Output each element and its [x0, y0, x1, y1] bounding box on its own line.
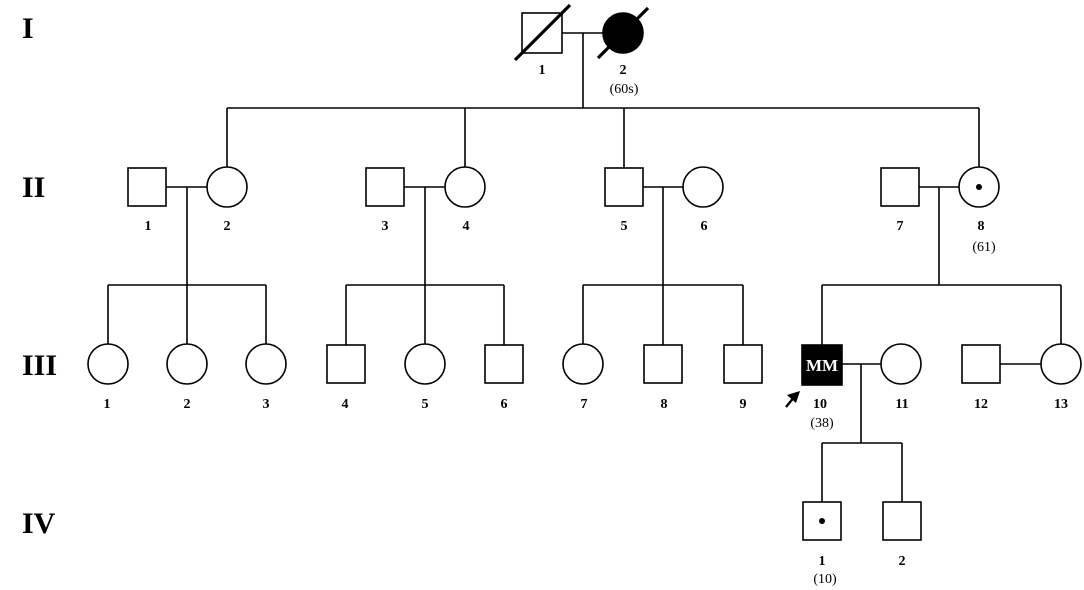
age-label: (61) — [972, 240, 996, 255]
diagnosis-marker: MM — [806, 356, 838, 375]
individual-iii-7: 7 — [562, 343, 604, 412]
individual-number: 2 — [224, 219, 231, 234]
affected-male-symbol — [801, 344, 843, 386]
individual-ii-1: 1 — [127, 167, 167, 234]
individual-iii-11: 11 — [880, 343, 922, 412]
individual-iii-12: 12 — [961, 344, 1001, 412]
individual-number: 3 — [382, 219, 389, 234]
individual-number: 3 — [263, 397, 270, 412]
female-symbol — [404, 343, 446, 385]
individual-number: 2 — [620, 63, 627, 78]
individual-number: 2 — [184, 397, 191, 412]
male-symbol — [643, 344, 683, 384]
age-label: (60s) — [610, 82, 639, 97]
individual-number: 6 — [701, 219, 708, 234]
individual-number: 1 — [145, 219, 152, 234]
generation-label-i: I — [22, 12, 34, 45]
carrier-dot — [819, 518, 825, 524]
individual-ii-5: 5 — [604, 167, 644, 234]
generation-label-ii: II — [22, 171, 45, 204]
age-label: (38) — [810, 416, 834, 431]
carrier-male-symbol — [802, 501, 842, 541]
deceased-slash — [513, 3, 572, 62]
individual-iii-4: 4 — [326, 344, 366, 412]
generation-label-iv: IV — [22, 507, 56, 540]
age-label: (10) — [813, 572, 837, 587]
individual-number: 5 — [621, 219, 628, 234]
individual-ii-7: 7 — [880, 167, 920, 234]
individual-ii-4: 4 — [444, 166, 486, 234]
individual-iii-9: 9 — [723, 344, 763, 412]
individual-number: 5 — [422, 397, 429, 412]
female-symbol — [166, 343, 208, 385]
male-symbol — [961, 344, 1001, 384]
male-symbol — [880, 167, 920, 207]
individual-number: 4 — [342, 397, 349, 412]
individual-iii-6: 6 — [484, 344, 524, 412]
proband-arrow-icon — [787, 391, 800, 403]
individual-number: 8 — [661, 397, 668, 412]
individual-number: 1 — [539, 63, 546, 78]
individual-number: 12 — [974, 397, 988, 412]
individual-iii-13: 13 — [1040, 343, 1082, 412]
individual-number: 10 — [813, 397, 827, 412]
male-symbol — [365, 167, 405, 207]
deceased-slash — [596, 6, 650, 60]
female-symbol — [880, 343, 922, 385]
individual-number: 13 — [1054, 397, 1068, 412]
individual-number: 11 — [895, 397, 908, 412]
individual-number: 1 — [819, 554, 826, 569]
generation-label-iii: III — [22, 349, 57, 382]
individual-number: 8 — [978, 219, 985, 234]
individual-iii-5: 5 — [404, 343, 446, 412]
individual-iii-8: 8 — [643, 344, 683, 412]
individual-ii-6: 6 — [682, 166, 724, 234]
individual-number: 9 — [740, 397, 747, 412]
male-symbol — [604, 167, 644, 207]
individual-number: 7 — [897, 219, 904, 234]
individual-i-2: 2 (60s) — [596, 6, 650, 97]
individual-iii-1: 1 — [87, 343, 129, 412]
individual-iii-2: 2 — [166, 343, 208, 412]
female-symbol — [206, 166, 248, 208]
female-symbol — [562, 343, 604, 385]
individual-ii-3: 3 — [365, 167, 405, 234]
individual-iv-2: 2 — [882, 501, 922, 569]
individual-iv-1: 1 (10) — [802, 501, 842, 587]
female-symbol — [682, 166, 724, 208]
male-symbol — [484, 344, 524, 384]
female-symbol — [444, 166, 486, 208]
female-symbol — [1040, 343, 1082, 385]
male-symbol — [326, 344, 366, 384]
male-symbol — [882, 501, 922, 541]
individual-i-1: 1 — [513, 3, 572, 78]
female-symbol — [245, 343, 287, 385]
carrier-dot — [976, 184, 982, 190]
individual-number: 7 — [581, 397, 588, 412]
individual-number: 2 — [899, 554, 906, 569]
individual-number: 1 — [104, 397, 111, 412]
individual-ii-8: 8 (61) — [958, 166, 1000, 255]
individual-number: 4 — [463, 219, 470, 234]
individual-ii-2: 2 — [206, 166, 248, 234]
male-symbol — [723, 344, 763, 384]
individual-iii-10-proband: MM 10 (38) — [785, 344, 843, 431]
male-symbol — [127, 167, 167, 207]
individual-number: 6 — [501, 397, 508, 412]
individual-iii-3: 3 — [245, 343, 287, 412]
female-symbol — [87, 343, 129, 385]
